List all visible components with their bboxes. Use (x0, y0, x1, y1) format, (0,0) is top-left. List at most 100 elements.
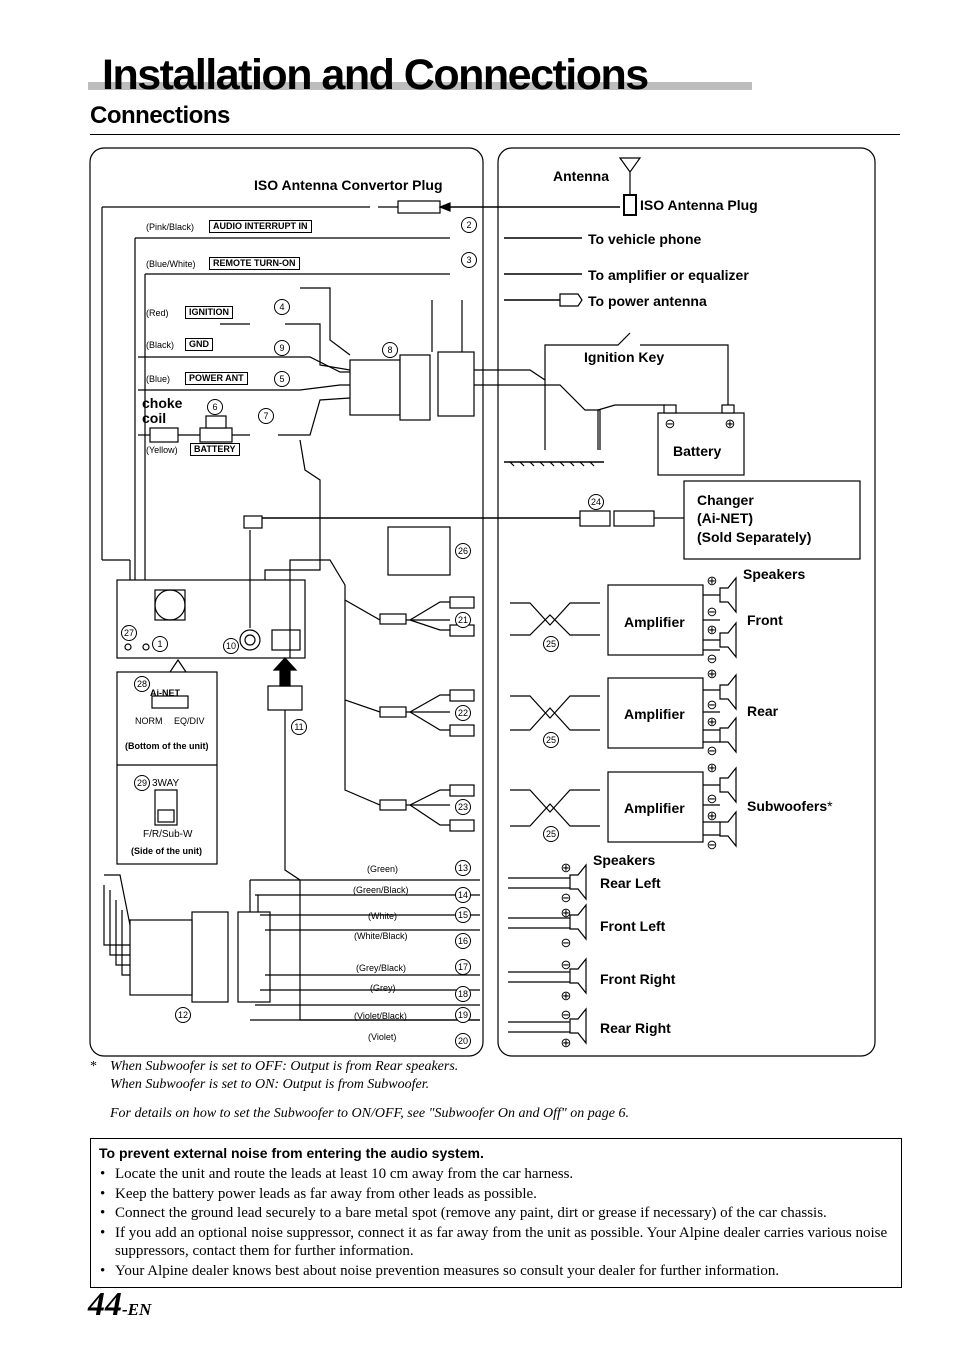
fr-subw-label: F/R/Sub-W (143, 829, 193, 840)
right-panel (497, 147, 876, 1057)
to-power-antenna-label: To power antenna (588, 293, 707, 309)
page-number-suffix: -EN (122, 1300, 152, 1319)
svg-text:⊕: ⊕ (707, 666, 718, 681)
callout-16: 16 (455, 933, 471, 949)
speaker-wire-0: (Green) (367, 864, 399, 874)
wire-function-gnd: GND (185, 338, 213, 351)
callout-5: 5 (274, 371, 290, 387)
amplifier-front-label: Amplifier (624, 614, 685, 630)
callout-25c: 25 (543, 826, 559, 842)
eq-div-label: EQ/DIV (174, 716, 205, 726)
choke-coil-label-2: coil (142, 410, 167, 426)
battery-label: Battery (673, 443, 722, 459)
callout-15: 15 (455, 907, 471, 923)
noise-item: Your Alpine dealer knows best about nois… (99, 1262, 889, 1281)
wire-color-blue-white: (Blue/White) (146, 259, 196, 269)
page-title-block: Installation and Connections (88, 50, 752, 100)
ignition-key-label: Ignition Key (584, 349, 665, 365)
front-left-label: Front Left (600, 918, 666, 934)
page-title: Installation and Connections (102, 51, 649, 99)
callout-18: 18 (455, 986, 471, 1002)
callout-14: 14 (455, 887, 471, 903)
callout-29: 29 (134, 775, 150, 791)
three-way-label: 3WAY (152, 778, 180, 789)
noise-item: Connect the ground lead securely to a ba… (99, 1204, 889, 1223)
callout-4: 4 (274, 299, 290, 315)
callout-8: 8 (382, 342, 398, 358)
iso-connector-right (437, 351, 475, 417)
rear-label: Rear (747, 703, 779, 719)
callout-26: 26 (455, 543, 471, 559)
antenna-label: Antenna (553, 168, 609, 184)
callout-25b: 25 (543, 732, 559, 748)
note-line-2: When Subwoofer is set to ON: Output is f… (110, 1077, 430, 1092)
page-number: 44-EN (88, 1286, 151, 1324)
bottom-of-unit-label: (Bottom of the unit) (125, 741, 209, 751)
changer-box (683, 480, 861, 560)
changer-label-3: (Sold Separately) (697, 529, 812, 545)
changer-label-2: (Ai-NET) (697, 510, 753, 526)
speaker-wire-1: (Green/Black) (353, 885, 409, 895)
norm-label: NORM (135, 716, 163, 726)
svg-text:⊖: ⊖ (561, 957, 572, 972)
svg-text:⊕: ⊕ (725, 416, 736, 431)
callout-7: 7 (258, 408, 274, 424)
changer-label-1: Changer (697, 492, 754, 508)
noise-item: Keep the battery power leads as far away… (99, 1185, 889, 1204)
head-unit (116, 579, 306, 659)
speaker-wire-5: (Grey) (370, 983, 396, 993)
svg-text:⊖: ⊖ (665, 416, 676, 431)
section-title: Connections (90, 102, 230, 129)
to-vehicle-phone-label: To vehicle phone (588, 231, 702, 247)
noise-heading: To prevent external noise from entering … (99, 1145, 484, 1161)
callout-25a: 25 (543, 636, 559, 652)
note-asterisk: * (90, 1059, 97, 1074)
speaker-wire-7: (Violet) (368, 1032, 397, 1042)
amplifier-sub-label: Amplifier (624, 800, 685, 816)
svg-text:⊖: ⊖ (707, 837, 718, 852)
svg-text:⊖: ⊖ (561, 890, 572, 905)
iso-connector-left (349, 359, 401, 416)
noise-item: Locate the unit and route the leads at l… (99, 1165, 889, 1184)
wire-color-blue: (Blue) (146, 374, 171, 384)
callout-21: 21 (455, 612, 471, 628)
title-underline-bar (88, 82, 752, 90)
amplifier-sub (607, 771, 704, 843)
callout-19: 19 (455, 1007, 471, 1023)
speaker-wire-6: (Violet/Black) (354, 1011, 407, 1021)
iso-antenna-plug-label: ISO Antenna Plug (640, 197, 758, 213)
callout-9: 9 (274, 340, 290, 356)
callout-11: 11 (291, 719, 307, 735)
noise-prevention-box: To prevent external noise from entering … (90, 1138, 902, 1288)
svg-text:⊕: ⊕ (561, 905, 572, 920)
rear-left-label: Rear Left (600, 875, 661, 891)
svg-text:⊕: ⊕ (561, 988, 572, 1003)
callout-1: 1 (152, 636, 168, 652)
speaker-wire-2: (White) (368, 911, 397, 921)
amplifier-rear-label: Amplifier (624, 706, 685, 722)
wire-function-remote-turn-on: REMOTE TURN-ON (209, 257, 300, 270)
svg-text:⊖: ⊖ (707, 743, 718, 758)
svg-text:⊖: ⊖ (707, 697, 718, 712)
callout-20: 20 (455, 1033, 471, 1049)
svg-text:⊖: ⊖ (707, 604, 718, 619)
svg-text:⊖: ⊖ (561, 935, 572, 950)
callout-12: 12 (175, 1007, 191, 1023)
svg-text:⊕: ⊕ (707, 714, 718, 729)
wire-color-yellow: (Yellow) (146, 445, 178, 455)
wire-color-black: (Black) (146, 340, 175, 350)
svg-text:⊕: ⊕ (707, 573, 718, 588)
section-rule (90, 134, 900, 135)
callout-10: 10 (223, 638, 239, 654)
callout-24: 24 (588, 494, 604, 510)
wire-function-power-ant: POWER ANT (185, 372, 248, 385)
callout-23: 23 (455, 799, 471, 815)
callout-17: 17 (455, 959, 471, 975)
wire-function-battery: BATTERY (190, 443, 240, 456)
callout-2: 2 (461, 217, 477, 233)
polarity-markers: ⊕⊖ ⊕⊖ ⊕⊖ ⊕⊖ ⊕⊖ ⊕⊖ ⊕⊖ ⊕⊖ ⊖⊕ ⊖⊕ ⊖⊕ (561, 416, 736, 1050)
battery-box (657, 412, 745, 476)
noise-list: Locate the unit and route the leads at l… (99, 1165, 889, 1281)
svg-text:⊖: ⊖ (707, 791, 718, 806)
